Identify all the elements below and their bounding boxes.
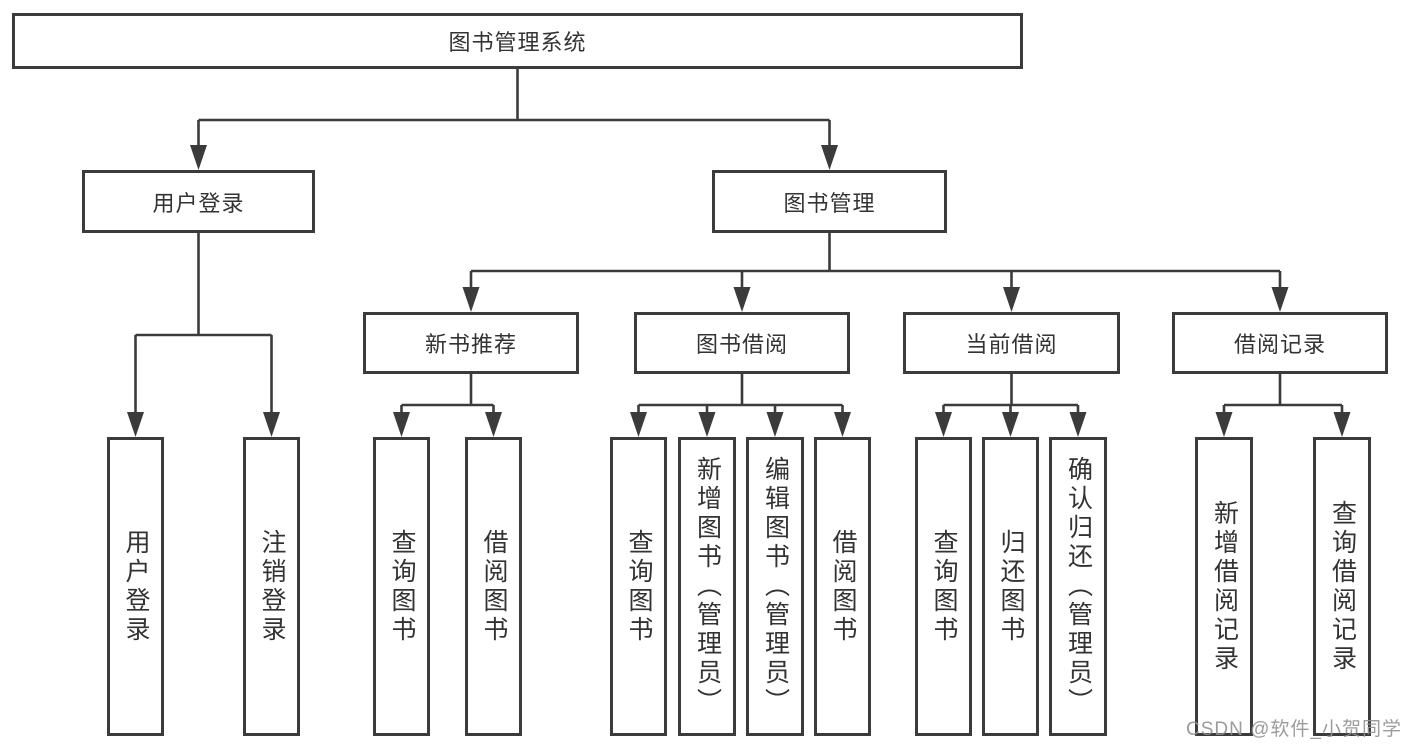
leaf-query-books-borrow: 查询图书: [610, 437, 667, 736]
leaf-borrow-books-recommend: 借阅图书: [465, 437, 522, 736]
node-new-book-recommendation: 新书推荐: [363, 312, 579, 374]
node-current-borrowing: 当前借阅: [903, 312, 1120, 374]
node-borrowing-records: 借阅记录: [1172, 312, 1388, 374]
csdn-watermark: CSDN @软件_小贺同学: [1186, 719, 1402, 740]
leaf-add-books-admin: 新增图书（管理员）: [678, 437, 736, 736]
node-user-login: 用户登录: [82, 170, 315, 233]
leaf-query-books-current: 查询图书: [915, 437, 972, 736]
leaf-confirm-return-admin: 确认归还（管理员）: [1049, 437, 1107, 736]
leaf-edit-books-admin: 编辑图书（管理员）: [746, 437, 804, 736]
node-library-management-system: 图书管理系统: [12, 13, 1023, 69]
leaf-query-books-recommend: 查询图书: [373, 437, 430, 736]
leaf-return-books: 归还图书: [982, 437, 1039, 736]
leaf-add-borrow-record: 新增借阅记录: [1195, 437, 1253, 736]
leaf-query-borrow-record: 查询借阅记录: [1313, 437, 1371, 736]
node-book-management: 图书管理: [712, 170, 947, 233]
node-book-borrowing: 图书借阅: [634, 312, 850, 374]
leaf-logout: 注销登录: [243, 437, 300, 736]
leaf-user-login: 用户登录: [107, 437, 164, 736]
leaf-borrow-books: 借阅图书: [814, 437, 871, 736]
